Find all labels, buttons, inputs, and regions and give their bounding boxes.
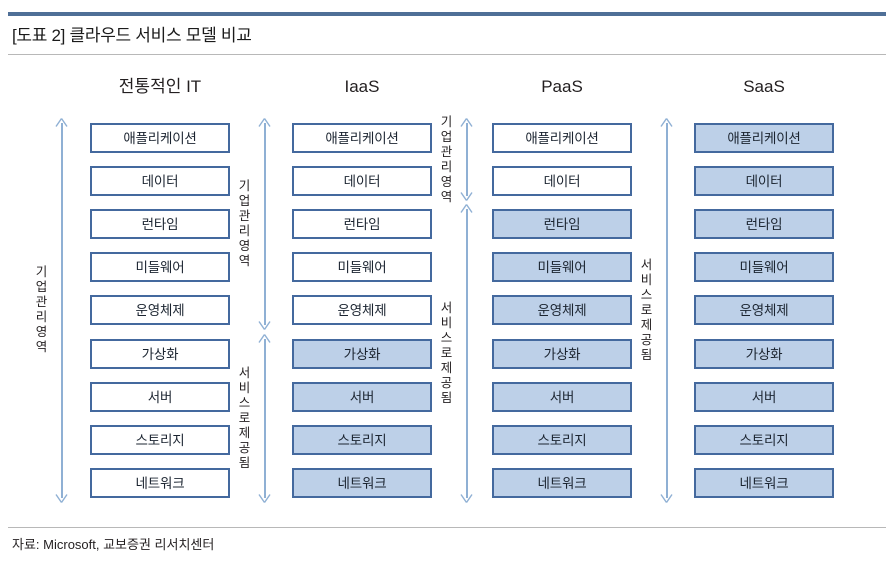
layer-box-iaas-5[interactable]: 운영체제: [292, 295, 432, 326]
column-header-paas: PaaS: [541, 77, 583, 96]
title-divider: [8, 54, 886, 55]
layer-box-saas-8[interactable]: 스토리지: [694, 424, 834, 455]
layer-box-traditional-it-5[interactable]: 운영체제: [90, 295, 230, 326]
layer-box-traditional-it-4[interactable]: 미들웨어: [90, 252, 230, 283]
layer-box-traditional-it-1[interactable]: 애플리케이션: [90, 123, 230, 153]
iaas-managed-label: 기업관리영역: [238, 179, 251, 269]
column-header-saas: SaaS: [743, 77, 785, 96]
iaas-service-arrow: [258, 333, 271, 503]
layer-box-traditional-it-2[interactable]: 데이터: [90, 166, 230, 197]
traditional-it-managed-arrow: [55, 118, 68, 503]
paas-service-arrow: [460, 204, 473, 503]
layer-box-paas-6[interactable]: 가상화: [492, 338, 632, 369]
iaas-service-arrow-shaft: [264, 338, 266, 498]
paas-managed-arrow-head-down: [460, 192, 473, 201]
layer-box-iaas-9[interactable]: 네트워크: [292, 467, 432, 498]
paas-service-label: 서비스로제공됨: [440, 301, 453, 405]
layer-box-iaas-6[interactable]: 가상화: [292, 338, 432, 369]
layer-box-traditional-it-3[interactable]: 런타임: [90, 209, 230, 240]
layer-box-saas-5[interactable]: 운영체제: [694, 295, 834, 326]
layer-box-paas-8[interactable]: 스토리지: [492, 424, 632, 455]
paas-managed-arrow-head-up: [460, 118, 473, 127]
iaas-managed-arrow-shaft: [264, 123, 266, 326]
layer-box-traditional-it-6[interactable]: 가상화: [90, 338, 230, 369]
footer-divider: [8, 527, 886, 528]
traditional-it-managed-arrow-head-down: [55, 493, 68, 503]
layer-box-saas-1[interactable]: 애플리케이션: [694, 123, 834, 153]
layer-box-paas-5[interactable]: 운영체제: [492, 295, 632, 326]
layer-box-traditional-it-9[interactable]: 네트워크: [90, 467, 230, 498]
paas-managed-label: 기업관리영역: [440, 114, 453, 204]
layer-box-paas-2[interactable]: 데이터: [492, 166, 632, 197]
layer-box-iaas-7[interactable]: 서버: [292, 381, 432, 412]
layer-box-iaas-8[interactable]: 스토리지: [292, 424, 432, 455]
traditional-it-managed-arrow-shaft: [61, 123, 63, 498]
paas-managed-arrow: [460, 118, 473, 201]
layer-box-paas-3[interactable]: 런타임: [492, 209, 632, 240]
iaas-service-label: 서비스로제공됨: [238, 365, 251, 470]
iaas-service-arrow-head-down: [258, 493, 271, 503]
paas-service-arrow-shaft: [466, 209, 468, 498]
layer-box-saas-6[interactable]: 가상화: [694, 338, 834, 369]
layer-box-paas-7[interactable]: 서버: [492, 381, 632, 412]
layer-box-traditional-it-8[interactable]: 스토리지: [90, 424, 230, 455]
top-accent-bar: [8, 12, 886, 16]
paas-service-arrow-head-up: [460, 204, 473, 214]
column-header-iaas: IaaS: [344, 77, 380, 96]
layer-box-saas-2[interactable]: 데이터: [694, 166, 834, 197]
paas-service-arrow-head-down: [460, 493, 473, 503]
iaas-managed-arrow: [258, 118, 271, 331]
layer-box-iaas-2[interactable]: 데이터: [292, 166, 432, 197]
saas-service-arrow-head-down: [660, 493, 673, 503]
layer-box-paas-4[interactable]: 미들웨어: [492, 252, 632, 283]
traditional-it-managed-label: 기업관리영역: [35, 265, 48, 355]
layer-box-paas-9[interactable]: 네트워크: [492, 467, 632, 498]
layer-box-saas-7[interactable]: 서버: [694, 381, 834, 412]
layer-box-saas-4[interactable]: 미들웨어: [694, 252, 834, 283]
saas-service-label: 서비스로제공됨: [640, 257, 653, 362]
iaas-managed-arrow-head-up: [258, 118, 271, 127]
saas-service-arrow-shaft: [666, 123, 668, 498]
layer-box-saas-3[interactable]: 런타임: [694, 209, 834, 240]
paas-managed-arrow-shaft: [466, 123, 468, 197]
traditional-it-managed-arrow-head-up: [55, 118, 68, 127]
layer-box-traditional-it-7[interactable]: 서버: [90, 381, 230, 412]
layer-box-iaas-4[interactable]: 미들웨어: [292, 252, 432, 283]
source-note: 자료: Microsoft, 교보증권 리서치센터: [12, 537, 215, 552]
page-title: [도표 2] 클라우드 서비스 모델 비교: [12, 26, 252, 45]
column-header-traditional-it: 전통적인 IT: [118, 77, 202, 96]
layer-box-iaas-1[interactable]: 애플리케이션: [292, 123, 432, 153]
layer-box-paas-1[interactable]: 애플리케이션: [492, 123, 632, 153]
layer-box-iaas-3[interactable]: 런타임: [292, 209, 432, 240]
saas-service-arrow: [660, 118, 673, 503]
layer-box-saas-9[interactable]: 네트워크: [694, 467, 834, 498]
iaas-service-arrow-head-up: [258, 333, 271, 343]
saas-service-arrow-head-up: [660, 118, 673, 127]
iaas-managed-arrow-head-down: [258, 321, 271, 331]
